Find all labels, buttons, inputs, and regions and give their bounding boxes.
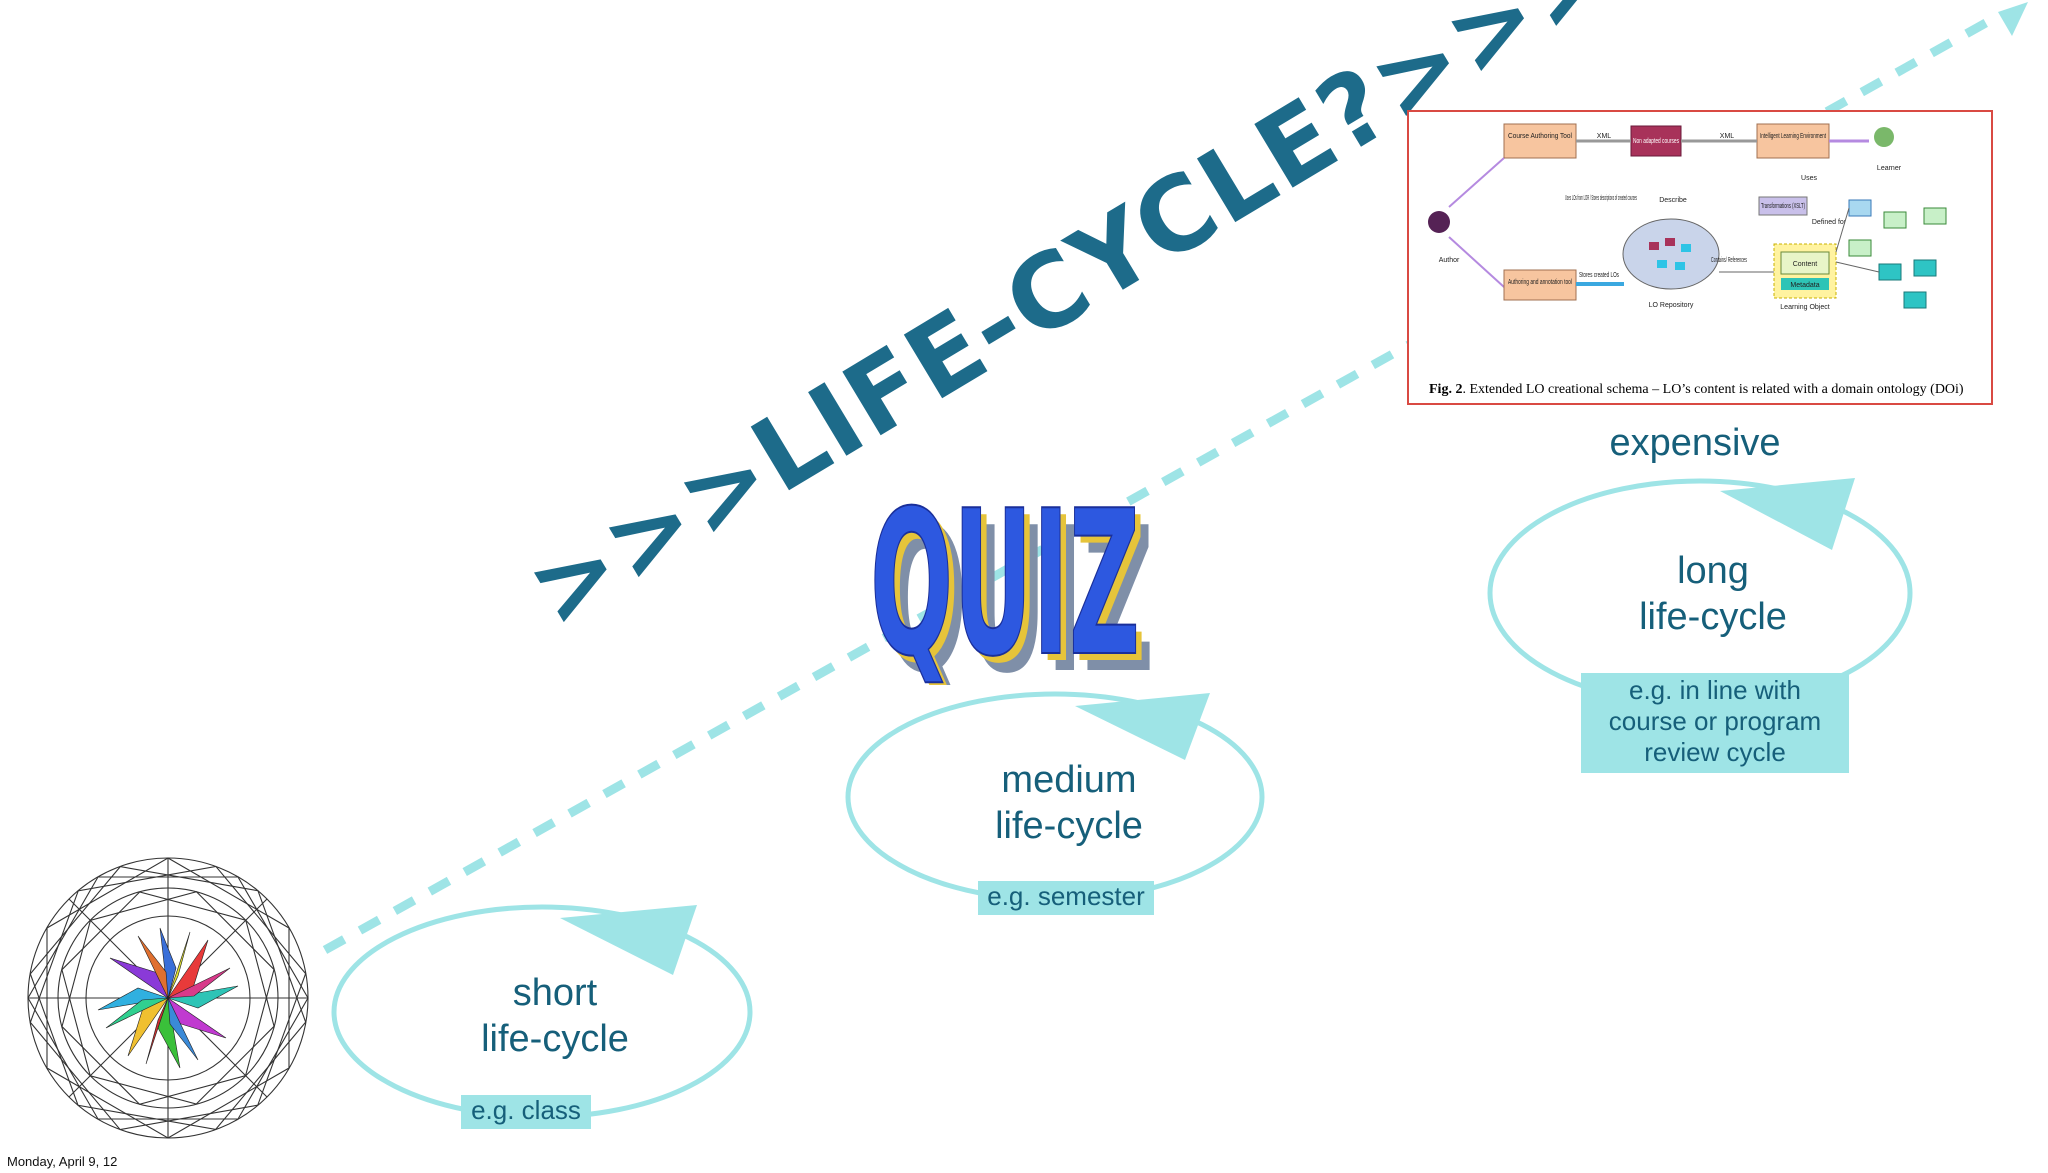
fig-label-uses: Uses	[1801, 175, 1817, 182]
fig-label-uses-los: Uses LOs from LOR / Stores descriptions …	[1565, 195, 1637, 202]
fig-label-describe: Describe	[1659, 197, 1687, 204]
short-cycle-label-line2: life-cycle	[481, 1018, 629, 1060]
medium-cycle-label-line1: medium	[1001, 759, 1137, 801]
short-cycle-arrow-icon	[560, 905, 697, 975]
fig-node-authoring-tool: Course Authoring Tool	[1508, 133, 1572, 140]
fig-node-annotation-tool: Authoring and annotation tool	[1508, 279, 1572, 286]
long-cycle-arrow-icon	[1720, 478, 1855, 550]
medium-cycle-label-line2: life-cycle	[995, 805, 1143, 847]
quiz-logo-front: QUIZ	[870, 468, 1140, 685]
fig-node-ile: Intelligent Learning Environment	[1760, 133, 1826, 140]
medium-cycle-arrow-icon	[1075, 693, 1210, 760]
figure-caption: Fig. 2. Extended LO creational schema – …	[1429, 382, 1964, 398]
figure-caption-prefix: Fig. 2	[1429, 382, 1463, 397]
short-cycle-tag: e.g. class	[461, 1095, 591, 1129]
fig-label-contains: Contains/ References	[1711, 257, 1747, 264]
fig-node-learning-object: Learning Object	[1780, 304, 1829, 311]
figure-caption-text: . Extended LO creational schema – LO’s c…	[1462, 382, 1964, 397]
figure-thumbnail: Course Authoring Tool Non adapted course…	[1407, 110, 1993, 405]
fig-label-defined-for: Defined for	[1812, 219, 1847, 226]
short-cycle-label: short life-cycle	[430, 970, 680, 1062]
quiz-logo-shadow: QUIZ	[884, 485, 1154, 685]
arrowhead-icon	[1998, 2, 2028, 36]
footer-date: Monday, April 9, 12	[7, 1154, 118, 1169]
quiz-logo-mid: QUIZ	[876, 475, 1146, 685]
fig-label-stores: Stores created LOs	[1579, 272, 1619, 279]
short-cycle-label-line1: short	[512, 972, 598, 1014]
figure-diagram: Course Authoring Tool Non adapted course…	[1428, 123, 1947, 311]
footer: Monday, April 9, 12	[0, 1150, 2048, 1173]
quiz-logo: QUIZ QUIZ QUIZ	[870, 467, 1154, 685]
long-cycle-label: long life-cycle	[1588, 548, 1838, 640]
long-cycle-label-line1: long	[1677, 550, 1749, 592]
expensive-label: expensive	[1609, 422, 1781, 464]
medium-cycle-tag: e.g. semester	[978, 881, 1154, 915]
fig-label-xml2: XML	[1720, 133, 1735, 140]
fig-node-non-adapted: Non adapted courses	[1633, 138, 1679, 145]
fig-node-content: Content	[1793, 261, 1818, 268]
fig-node-transformations: Transformations (XSLT)	[1761, 203, 1805, 210]
long-cycle-label-line2: life-cycle	[1639, 596, 1787, 638]
long-cycle-tag-line2: course or program	[1608, 706, 1822, 736]
long-cycle-tag: e.g. in line with course or program revi…	[1581, 673, 1849, 773]
fig-node-repository: LO Repository	[1649, 302, 1694, 309]
fig-node-learner: Learner	[1877, 165, 1902, 172]
long-cycle-tag-line3: review cycle	[1644, 737, 1786, 767]
fig-node-metadata: Metadata	[1790, 282, 1819, 289]
long-cycle-tag-line1: e.g. in line with	[1629, 675, 1801, 705]
fig-node-author: Author	[1439, 257, 1460, 264]
medium-cycle-label: medium life-cycle	[944, 757, 1194, 849]
fig-label-xml1: XML	[1597, 133, 1612, 140]
